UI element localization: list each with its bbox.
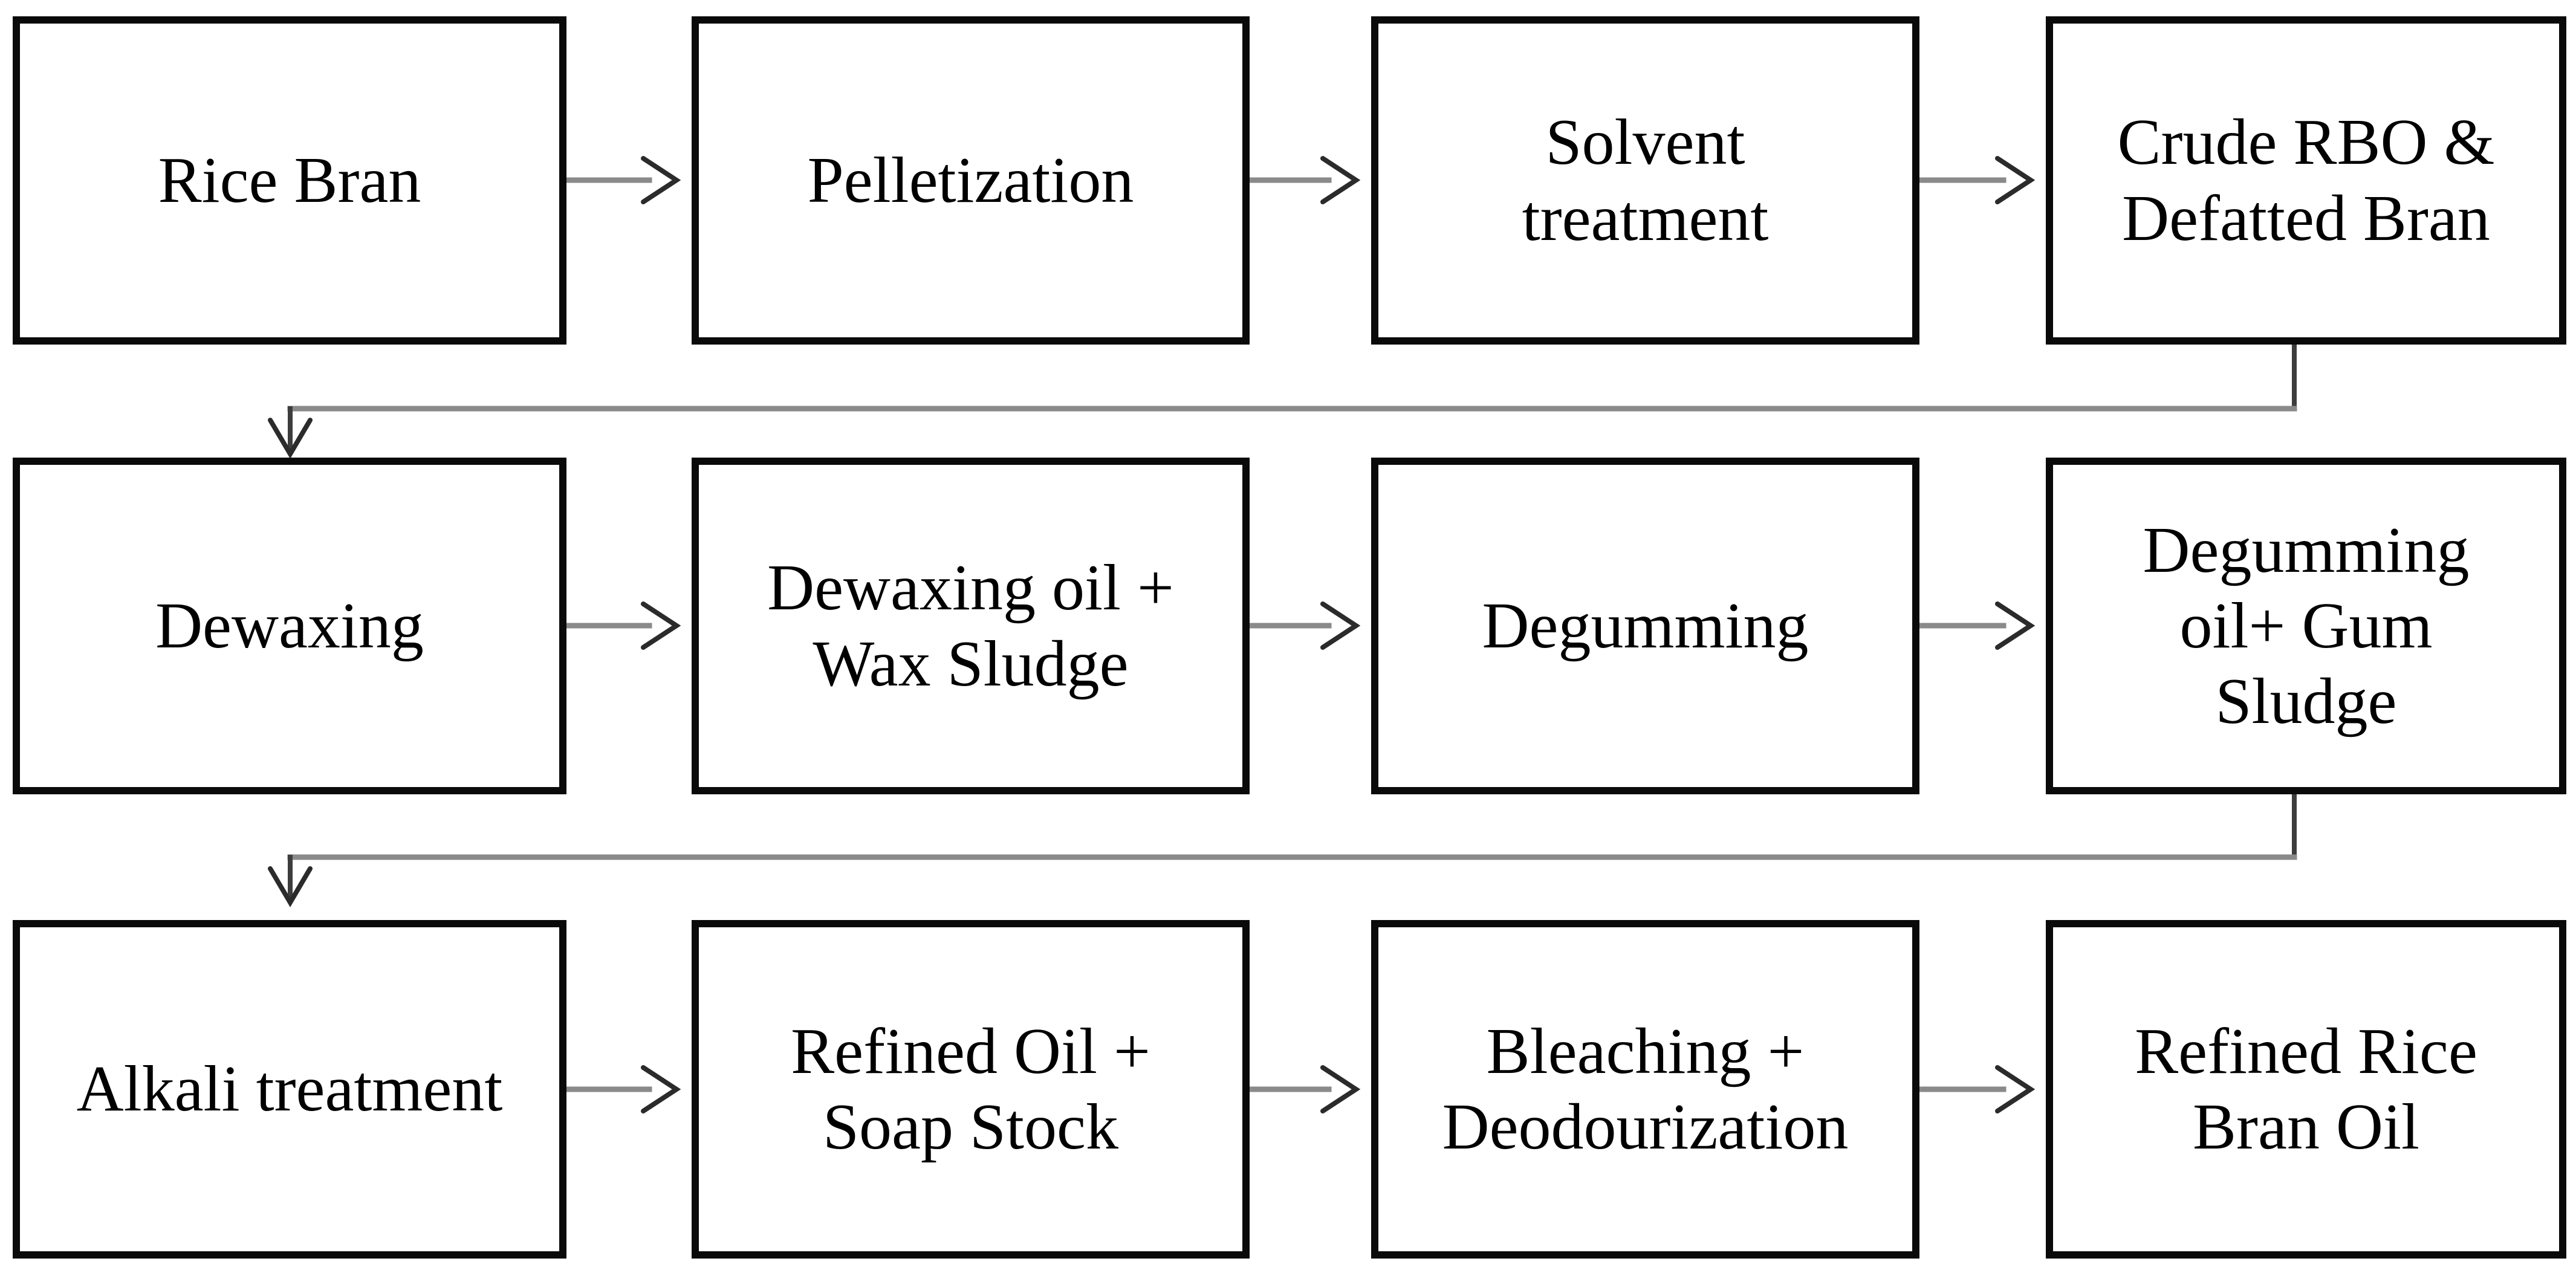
elbow-connector (268, 792, 2297, 907)
arrow-right-icon (563, 1065, 681, 1113)
arrow-right-icon (1247, 601, 1361, 650)
flow-box-rice-bran: Rice Bran (13, 16, 566, 345)
arrow-right-icon (1916, 601, 2036, 650)
flow-box-refined-rice-bran-oil: Refined Rice Bran Oil (2046, 920, 2566, 1259)
box-label: Alkali treatment (76, 1053, 503, 1126)
arrow-right-icon (1916, 156, 2036, 204)
arrow-right-icon (1916, 1065, 2036, 1113)
box-label: Bleaching + Deodourization (1442, 1015, 1849, 1163)
elbow-connector (268, 342, 2297, 459)
flow-box-bleaching-deodourization: Bleaching + Deodourization (1371, 920, 1919, 1259)
box-label: Dewaxing oil + Wax Sludge (767, 552, 1174, 700)
flow-box-refined-oil-soap-stock: Refined Oil + Soap Stock (692, 920, 1250, 1259)
box-label: Crude RBO & Defatted Bran (2117, 106, 2495, 254)
flow-box-crude-rbo-defatted-bran: Crude RBO & Defatted Bran (2046, 16, 2566, 345)
box-label: Refined Oil + Soap Stock (791, 1015, 1150, 1163)
flow-box-solvent-treatment: Solvent treatment (1371, 16, 1919, 345)
flow-box-alkali-treatment: Alkali treatment (13, 920, 566, 1259)
arrow-right-icon (563, 156, 681, 204)
box-label: Degumming (1482, 589, 1809, 662)
arrow-right-icon (1247, 156, 1361, 204)
flow-box-degumming-oil-gum-sludge: Degumming oil+ Gum Sludge (2046, 458, 2566, 794)
flow-box-dewaxing: Dewaxing (13, 458, 566, 794)
arrow-down-icon (268, 866, 313, 907)
box-label: Degumming oil+ Gum Sludge (2143, 514, 2470, 738)
flow-box-degumming: Degumming (1371, 458, 1919, 794)
box-label: Rice Bran (158, 144, 421, 216)
box-label: Pelletization (807, 144, 1134, 216)
flow-box-dewaxing-oil-wax-sludge: Dewaxing oil + Wax Sludge (692, 458, 1250, 794)
arrow-right-icon (1247, 1065, 1361, 1113)
arrow-down-icon (268, 418, 313, 459)
box-label: Dewaxing (155, 589, 424, 662)
flow-box-pelletization: Pelletization (692, 16, 1250, 345)
box-label: Solvent treatment (1522, 106, 1769, 254)
arrow-right-icon (563, 601, 681, 650)
box-label: Refined Rice Bran Oil (2135, 1015, 2477, 1163)
